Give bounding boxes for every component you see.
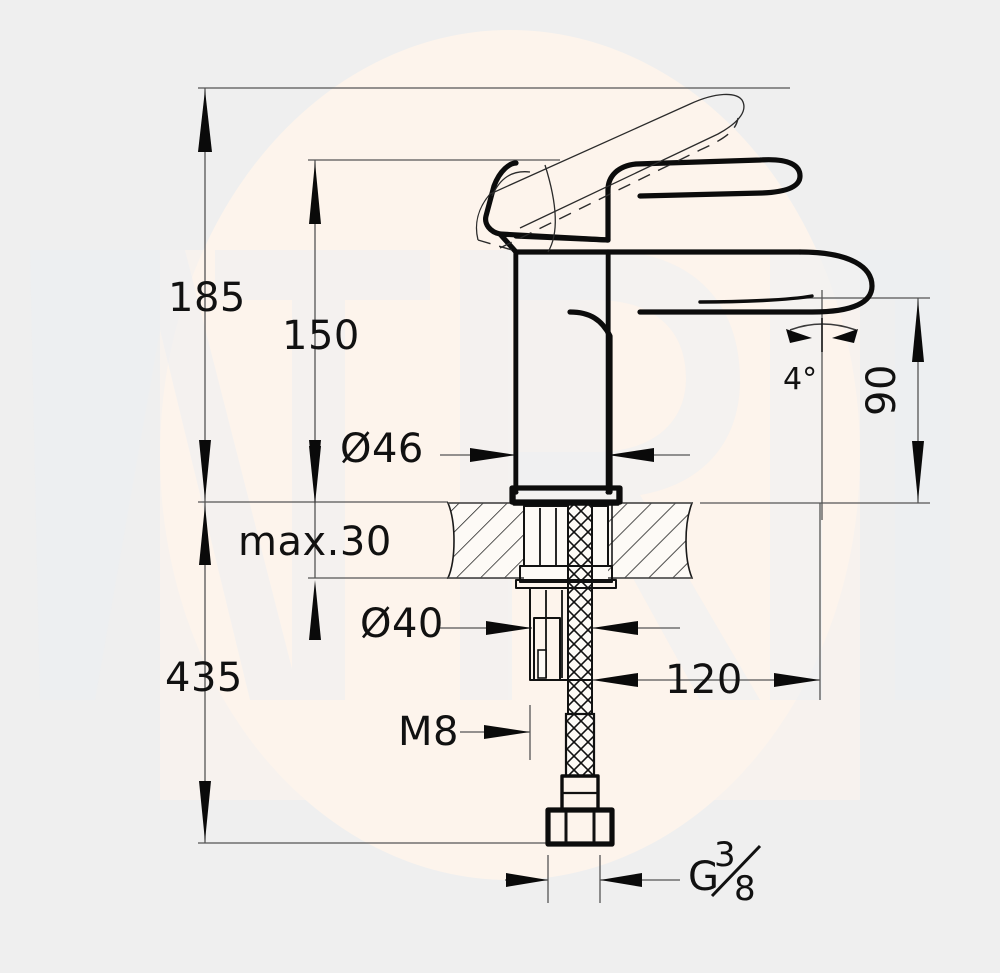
label-spout-height: 150 (282, 313, 360, 359)
arrow-max30-bottom (309, 580, 321, 640)
body-base-flange (509, 485, 623, 505)
arrow-d46-left (470, 448, 516, 462)
dimension-arrowheads (198, 90, 924, 887)
threaded-nipple (564, 712, 596, 778)
spout-outer-curve (637, 249, 875, 315)
arrow-g38-left (506, 873, 548, 887)
label-outlet-angle: 4° (783, 362, 817, 397)
angle-arrow-left (786, 329, 812, 343)
label-max-deck-thickness: max.30 (238, 519, 392, 565)
label-g38-fraction-bar (710, 844, 762, 898)
body-fill (518, 254, 606, 492)
dimension-labels: 185 150 Ø46 max.30 Ø40 435 M8 120 90 4° … (165, 275, 905, 909)
arrow-185-top (198, 90, 212, 152)
label-overall-height: 185 (168, 275, 246, 321)
ghost-handle-pivot (491, 171, 531, 197)
arrow-120-left (592, 673, 638, 687)
arrow-d40-right (592, 621, 638, 635)
arrow-d40-left (486, 621, 532, 635)
arrow-150-top (309, 162, 321, 224)
spout-inner-curve (567, 309, 613, 495)
lever-handle-open-ghost (475, 93, 745, 253)
arrow-g38-right (600, 873, 642, 887)
ghost-handle-base-dash (477, 239, 513, 251)
lever-handle-outline (483, 157, 803, 243)
arrow-90-bottom (912, 441, 924, 501)
label-base-diameter: Ø40 (360, 601, 444, 647)
arrow-435-bottom (199, 781, 211, 841)
hex-coupling-nut (545, 807, 615, 847)
label-outlet-height: 90 (859, 364, 905, 416)
shank-slot-inner (537, 649, 547, 679)
fixing-washer (519, 565, 613, 583)
label-total-length: 435 (165, 655, 243, 701)
aerator-lip (698, 294, 814, 304)
label-spout-projection: 120 (665, 657, 743, 703)
ghost-handle-dash-line (499, 117, 739, 249)
lever-handle-underside (513, 233, 611, 243)
label-body-diameter: Ø46 (340, 426, 424, 472)
lever-handle-neck (497, 231, 519, 255)
lever-handle (483, 157, 803, 255)
threaded-stud (567, 503, 593, 715)
ghost-handle-cap-edge (544, 164, 556, 253)
arrow-185-bottom (199, 440, 211, 500)
label-g38-denominator: 8 (734, 869, 756, 909)
shank-slot (533, 617, 561, 681)
arrow-d46-right (608, 448, 654, 462)
arrow-m8 (484, 725, 530, 739)
deck-right-hatch (611, 502, 694, 579)
shank-mask-upper (524, 503, 608, 583)
mixer-body-group (509, 249, 875, 505)
arrow-120-right (774, 673, 820, 687)
angle-arrow-right (832, 329, 858, 343)
arrow-90-top (912, 300, 924, 362)
angle-marker-4deg (786, 290, 858, 520)
hose-connector-assembly (545, 712, 615, 847)
label-thread-m8: M8 (398, 709, 459, 755)
label-connector-thread: G 3 8 (688, 835, 762, 909)
label-g38-numerator: 3 (714, 835, 736, 875)
arrow-max30-top (309, 446, 321, 504)
arrow-435-top (199, 505, 211, 565)
